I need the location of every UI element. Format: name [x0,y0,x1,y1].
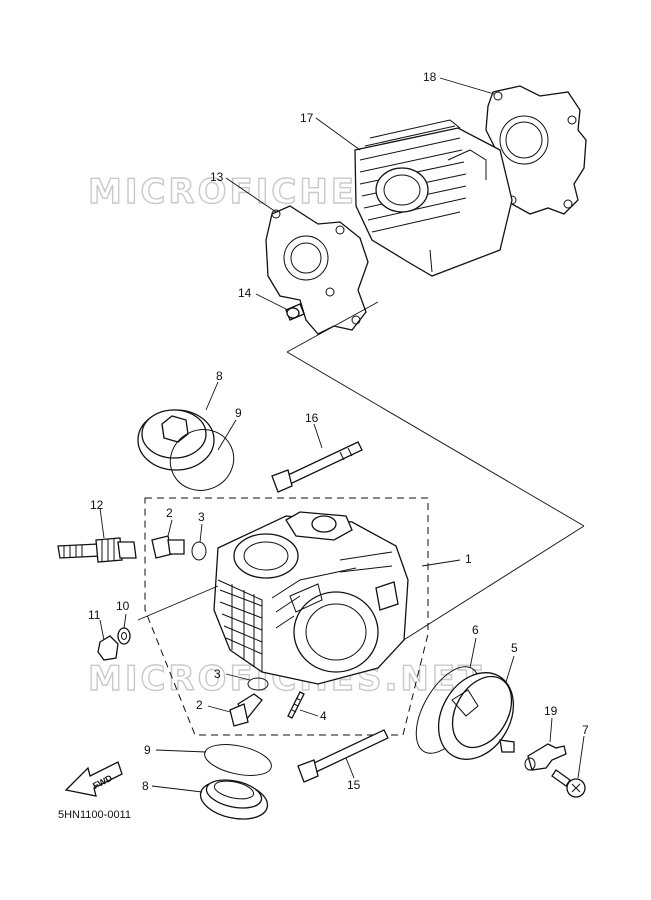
cylinder-17 [354,119,513,277]
callout-11: 11 [88,608,101,622]
alignment-line-lower [371,525,585,661]
stud-bolt-4 [287,691,305,719]
o-ring-9-upper [169,429,235,491]
callout-1: 1 [465,552,472,566]
clamp-19 [524,743,567,771]
callout-labels: 18 17 13 14 8 9 16 12 2 3 1 10 11 3 2 4 … [88,70,589,793]
alignment-line-cross [286,351,585,527]
callout-14: 14 [238,286,252,300]
callout-3-lower: 3 [214,667,221,681]
callout-5: 5 [511,641,518,655]
callout-16: 16 [305,411,319,425]
alignment-line-upper [286,301,379,353]
callout-8-lower: 8 [142,779,149,793]
cylinder-head-1 [213,511,409,685]
callout-3-upper: 3 [198,510,205,524]
diagram-code: 5HN1100-0011 [58,809,131,821]
assembly-boundary [144,497,429,736]
callout-13: 13 [210,170,224,184]
callout-10: 10 [116,599,130,613]
callout-12: 12 [90,498,104,512]
tappet-cover-8-upper [137,409,215,471]
callout-7: 7 [582,723,589,737]
bolt-15 [297,729,389,783]
tappet-cover-8-lower [199,779,269,820]
bolt-16 [271,441,363,493]
gasket-13 [265,205,369,335]
callout-19: 19 [544,704,558,718]
callout-8-upper: 8 [216,369,223,383]
washer-10 [117,627,131,645]
screw-7 [551,769,586,798]
callout-15: 15 [347,778,361,792]
fwd-arrow-icon: FWD [64,761,123,797]
plug-2-lower [229,693,263,727]
cap-nut-11 [97,635,119,661]
o-ring-3-lower [247,677,269,691]
callout-9-upper: 9 [235,406,242,420]
dowel-pin-14 [285,303,305,321]
o-ring-3-upper [191,541,207,561]
side-cover-5 [437,672,515,760]
callout-6: 6 [472,623,479,637]
callout-9-lower: 9 [144,743,151,757]
leader-lines [99,77,585,793]
plug-2-upper [151,535,185,559]
callout-2-lower: 2 [196,698,203,712]
o-ring-9-lower [204,744,272,776]
spark-plug-12 [57,537,137,563]
callout-2-upper: 2 [166,506,173,520]
callout-17: 17 [300,111,314,125]
callout-4: 4 [320,709,327,723]
callout-18: 18 [423,70,437,84]
